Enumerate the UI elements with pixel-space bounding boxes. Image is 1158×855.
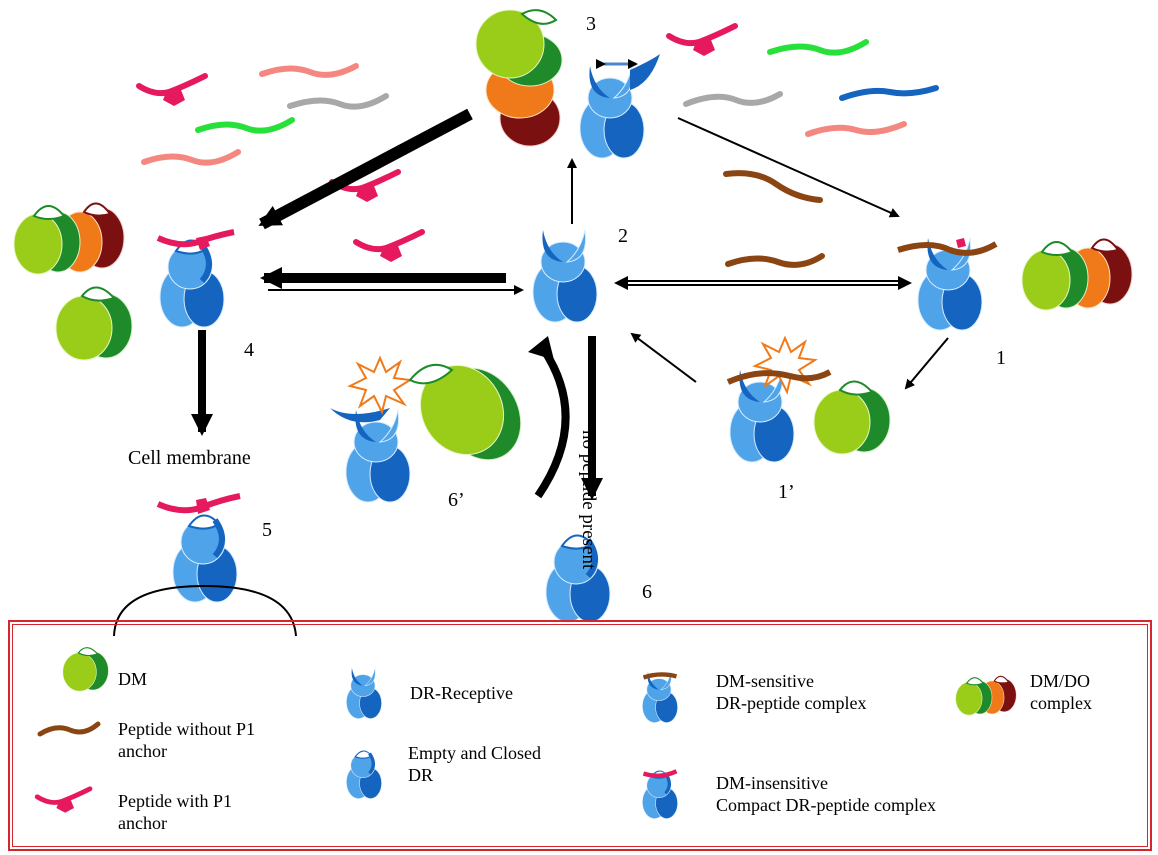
peptide-without-p1-icon [37, 721, 101, 737]
legend-peptide-without-2: anchor [118, 741, 167, 761]
dm-sensitive-icon [642, 671, 678, 723]
state-1prime-complex [726, 337, 891, 463]
legend-peptide-without-1: Peptide without P1 [118, 719, 256, 739]
legend-box [8, 620, 1152, 851]
legend-empty-closed-2: DR [408, 765, 434, 785]
peptide-without-p1-icon [725, 253, 825, 268]
state-3-complex [475, 9, 660, 159]
peptide-with-p1-icon [669, 26, 735, 56]
peptide-pool-left [139, 63, 389, 166]
peptide-pink-icon [259, 63, 359, 78]
legend-peptide-with-1: Peptide with P1 [118, 791, 233, 811]
peptide-without-p1-icon [723, 170, 823, 203]
dm-insensitive-icon [640, 769, 680, 821]
legend-peptide-with-2: anchor [118, 813, 167, 833]
peptide-grey-icon [683, 91, 783, 107]
legend-dm-insensitive-1: DM-insensitive [716, 773, 828, 793]
peptide-pink-icon [141, 149, 241, 166]
state-label-1: 1 [996, 347, 1006, 369]
peptide-green-icon [767, 39, 869, 56]
cell-membrane-arc [113, 584, 297, 637]
cell-membrane-label: Cell membrane [128, 447, 251, 469]
legend-dmdo-1: DM/DO [1030, 671, 1091, 691]
state-label-1prime: 1’ [778, 481, 795, 503]
legend-icons [37, 647, 1017, 821]
arrow-3-to-1 [677, 117, 900, 218]
peptide-grey-icon [287, 93, 389, 110]
legend-dr-receptive: DR-Receptive [410, 683, 513, 703]
arrow-1-to-1prime [904, 337, 949, 390]
arrows [191, 108, 949, 500]
no-peptide-present-label: no peptide present [578, 430, 599, 590]
state-label-2: 2 [618, 225, 628, 247]
state-5-complex [113, 493, 297, 637]
state-label-3: 3 [586, 13, 596, 35]
arrow-3-to-4 [258, 108, 473, 230]
peptide-green-icon [195, 117, 295, 134]
peptide-with-p1-icon [139, 76, 205, 106]
peptide-pink-icon [805, 121, 907, 137]
arrow-6prime-to-2 [534, 347, 570, 499]
legend-dm-insensitive-2: Compact DR-peptide complex [716, 795, 936, 815]
legend-dm-sensitive-2: DR-peptide complex [716, 693, 867, 713]
state-2-dr-receptive [532, 229, 598, 323]
peptide-blue-icon [839, 85, 939, 101]
state-label-4: 4 [244, 339, 254, 361]
legend-dmdo-2: complex [1030, 693, 1092, 713]
state-label-6prime: 6’ [448, 489, 465, 511]
legend-dm: DM [118, 669, 148, 689]
arrow-1prime-to-2 [630, 332, 697, 383]
state-6prime-complex [330, 357, 522, 503]
peptide-with-p1-icon [356, 232, 422, 262]
legend-empty-closed-1: Empty and Closed [408, 743, 541, 763]
state-1-complex [897, 237, 1133, 331]
state-label-6: 6 [642, 581, 652, 603]
state-label-5: 5 [262, 519, 272, 541]
no-peptide-present-text: no peptide present [578, 430, 599, 570]
state-4-complex [13, 202, 235, 361]
peptide-pool-right [669, 26, 939, 137]
legend-dm-sensitive-1: DM-sensitive [716, 671, 814, 691]
